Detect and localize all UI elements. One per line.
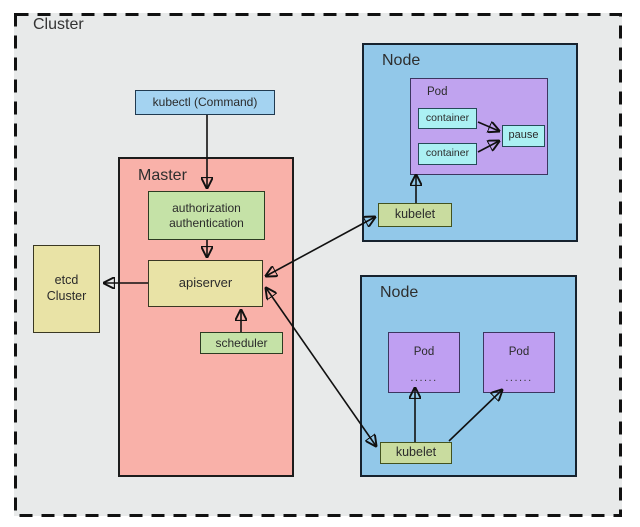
auth-label-line2: authentication	[169, 215, 244, 230]
cluster-label: Cluster	[33, 16, 84, 33]
node2-kubelet-box: kubelet	[380, 442, 452, 464]
authorization-authentication-box: authorization authentication	[148, 191, 265, 240]
node2-pod-a-dots: ......	[410, 372, 438, 385]
scheduler-label: scheduler	[215, 335, 268, 350]
auth-label-line1: authorization	[172, 200, 241, 215]
node1-pod-label: Pod	[427, 86, 448, 98]
node1-label: Node	[382, 52, 421, 69]
apiserver-label: apiserver	[178, 275, 233, 291]
container1-box: container	[418, 108, 477, 129]
kubectl-label: kubectl (Command)	[152, 95, 258, 109]
scheduler-box: scheduler	[200, 332, 283, 354]
etcd-label-line1: etcd	[54, 273, 79, 288]
node2-kubelet-label: kubelet	[395, 445, 437, 460]
node2-pod-b-dots: ......	[505, 372, 533, 385]
etcd-cluster-box: etcd Cluster	[33, 245, 100, 333]
node2-pod-a-label: Pod	[413, 345, 435, 358]
node1-kubelet-label: kubelet	[394, 207, 436, 222]
pause-label: pause	[508, 129, 539, 142]
container2-label: container	[425, 147, 470, 160]
apiserver-box: apiserver	[148, 260, 263, 307]
node2-pod-b-label: Pod	[508, 345, 530, 358]
auth-label: authorization authentication	[169, 201, 244, 231]
container1-label: container	[425, 111, 470, 124]
node2-pod-b-box: Pod ......	[483, 332, 555, 393]
kubectl-box: kubectl (Command)	[135, 90, 275, 115]
etcd-label-line2: Cluster	[46, 289, 87, 303]
etcd-label: etcd Cluster	[47, 273, 87, 304]
node2-label: Node	[380, 284, 419, 301]
container2-box: container	[418, 143, 477, 165]
node2-pod-a-box: Pod ......	[388, 332, 460, 393]
node1-kubelet-box: kubelet	[378, 203, 452, 227]
pause-box: pause	[502, 125, 545, 147]
master-label: Master	[138, 167, 187, 184]
